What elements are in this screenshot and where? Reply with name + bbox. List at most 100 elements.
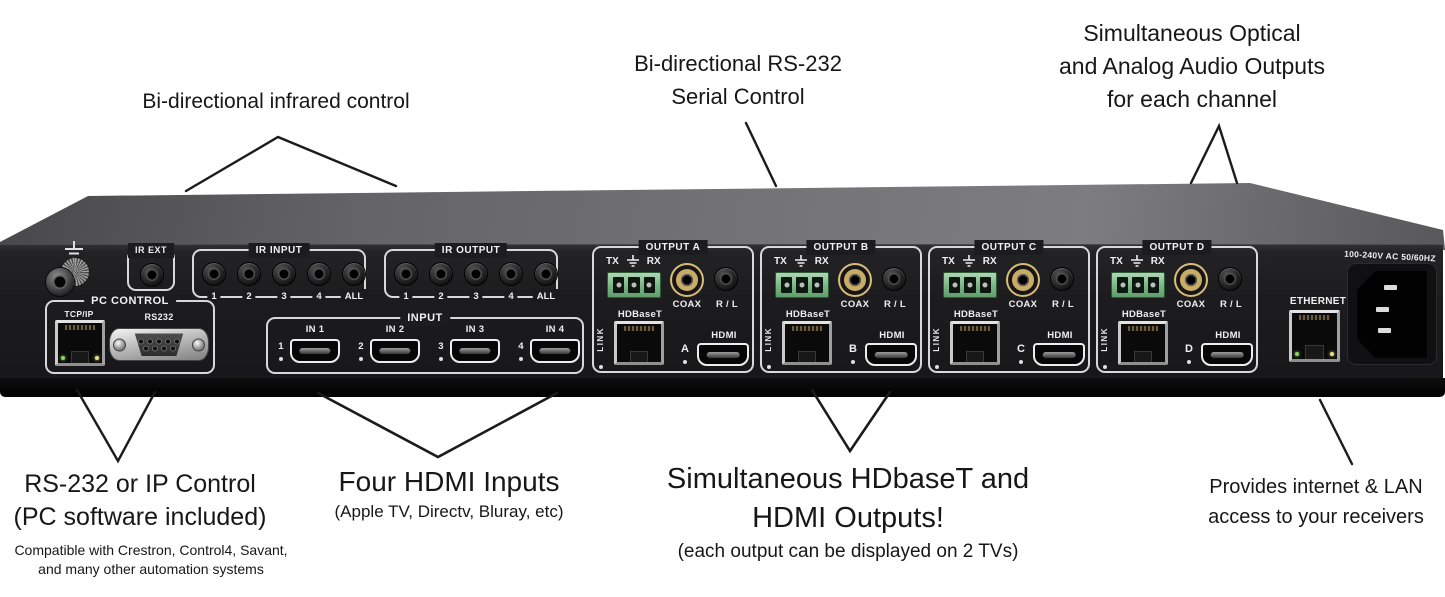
output-c-letter: C	[1017, 343, 1025, 355]
rl-label: R / L	[1051, 299, 1075, 310]
input-4-led	[519, 357, 523, 361]
input-1-name: IN 1	[305, 324, 325, 335]
inputs-pointer-line	[316, 391, 559, 459]
input-4-num: 4	[518, 341, 524, 352]
ir-input-num-4: 4	[312, 289, 326, 304]
output-b-label: OUTPUT B	[806, 240, 876, 255]
annotation-pc-line2: (PC software included)	[13, 503, 267, 531]
output-c-coax-jack	[1006, 263, 1040, 297]
rx-label: RX	[1150, 255, 1165, 267]
power-pin-3	[1378, 328, 1391, 333]
ir-output-jack-3	[465, 263, 487, 285]
coax-label: COAX	[1176, 299, 1206, 310]
ir-input-label: IR INPUT	[248, 243, 310, 258]
input-4-name: IN 4	[545, 324, 565, 335]
ethernet-port	[1289, 310, 1340, 362]
output-a-coax-jack	[670, 263, 704, 297]
input-label: INPUT	[400, 311, 450, 326]
input-3-name: IN 3	[465, 324, 485, 335]
tx-label: TX	[774, 255, 787, 267]
output-b-letter: B	[849, 343, 857, 355]
hdmi-port-out-c	[1033, 343, 1085, 366]
output-d-letter-led	[1187, 360, 1191, 364]
lan-pointer-line	[1318, 398, 1354, 466]
hdmi-port-out-a	[697, 343, 749, 366]
tcpip-led-green	[61, 356, 65, 360]
output-b-txrx: TX RX	[774, 255, 829, 267]
tx-label: TX	[606, 255, 619, 267]
output-d-group: OUTPUT D TX RX COAX R / L HDBaseT LINK D…	[1096, 240, 1258, 373]
hdmi-port-in2	[370, 339, 420, 363]
link-label: LINK	[764, 327, 773, 352]
ground-icon	[1130, 255, 1143, 267]
output-a-letter: A	[681, 343, 689, 355]
hdmi-label: HDMI	[1215, 330, 1241, 341]
annotation-lan-line2: access to your receivers	[1208, 506, 1424, 528]
output-a-terminal-block	[607, 272, 661, 298]
rx-label: RX	[646, 255, 661, 267]
ir-input-num-3: 3	[277, 289, 291, 304]
ethernet-led-amber	[1330, 352, 1334, 356]
output-a-txrx: TX RX	[606, 255, 661, 267]
tx-label: TX	[942, 255, 955, 267]
output-a-rl-jack	[715, 268, 737, 290]
annotation-pc-control: RS-232 or IP Control (PC software includ…	[14, 468, 267, 534]
infrared-pointer-line	[184, 135, 398, 193]
output-d-txrx: TX RX	[1110, 255, 1165, 267]
pc-control-label: PC CONTROL	[84, 294, 176, 309]
ir-output-jack-all	[535, 263, 557, 285]
ir-output-group: IR OUTPUT 1 2 3 4 ALL	[384, 243, 560, 304]
rl-label: R / L	[1219, 299, 1243, 310]
ir-input-jack-1	[203, 263, 225, 285]
ir-input-jack-all	[343, 263, 365, 285]
output-b-hdbaset-port	[782, 321, 832, 365]
hdmi-port-out-d	[1201, 343, 1253, 366]
ir-ext-label: IR EXT	[127, 243, 175, 258]
tcpip-label: TCP/IP	[64, 309, 94, 319]
output-c-group: OUTPUT C TX RX COAX R / L HDBaseT LINK C…	[928, 240, 1090, 373]
ir-output-num-all: ALL	[532, 289, 560, 304]
rs232-label: RS232	[144, 312, 174, 322]
annotation-serial: Bi-directional RS-232 Serial Control	[634, 47, 842, 113]
ir-output-label: IR OUTPUT	[434, 243, 508, 258]
output-d-coax-jack	[1174, 263, 1208, 297]
hdmi-port-in1	[290, 339, 340, 363]
annotation-audio-line1: Simultaneous Optical	[1083, 20, 1301, 46]
ground-icon	[626, 255, 639, 267]
ground-icon	[794, 255, 807, 267]
rs232-db9-port	[109, 328, 209, 361]
output-a-label: OUTPUT A	[638, 240, 708, 255]
ethernet-led-green	[1295, 352, 1299, 356]
db9-screw-right	[192, 338, 205, 351]
ir-output-jack-2	[430, 263, 452, 285]
ir-output-num-1: 1	[399, 289, 413, 304]
annotation-infrared: Bi-directional infrared control	[142, 90, 410, 113]
serial-pointer-line	[744, 121, 778, 188]
output-b-coax-jack	[838, 263, 872, 297]
ir-output-jack-4	[500, 263, 522, 285]
tx-label: TX	[1110, 255, 1123, 267]
annotation-serial-line2: Serial Control	[671, 84, 805, 109]
outputs-pointer-line	[810, 388, 892, 454]
output-d-label: OUTPUT D	[1142, 240, 1212, 255]
ir-input-num-all: ALL	[340, 289, 368, 304]
output-d-rl-jack	[1219, 268, 1241, 290]
ir-output-num-2: 2	[434, 289, 448, 304]
output-b-group: OUTPUT B TX RX COAX R / L HDBaseT LINK B…	[760, 240, 922, 373]
hdbaset-label: HDBaseT	[1121, 309, 1167, 320]
hdmi-port-in3	[450, 339, 500, 363]
ground-screw-terminal	[46, 268, 74, 296]
hdbaset-label: HDBaseT	[953, 309, 999, 320]
output-b-link-led	[767, 365, 771, 369]
tcpip-port	[55, 320, 105, 366]
rl-label: R / L	[715, 299, 739, 310]
output-c-txrx: TX RX	[942, 255, 997, 267]
input-3-num: 3	[438, 341, 444, 352]
input-2-name: IN 2	[385, 324, 405, 335]
rx-label: RX	[814, 255, 829, 267]
annotation-pc-compat: Compatible with Crestron, Control4, Sava…	[14, 541, 287, 579]
annotation-outputs-line1: Simultaneous HDbaseT and	[666, 463, 1030, 495]
ir-input-group: IR INPUT 1 2 3 4 ALL	[192, 243, 368, 304]
input-2-num: 2	[358, 341, 364, 352]
